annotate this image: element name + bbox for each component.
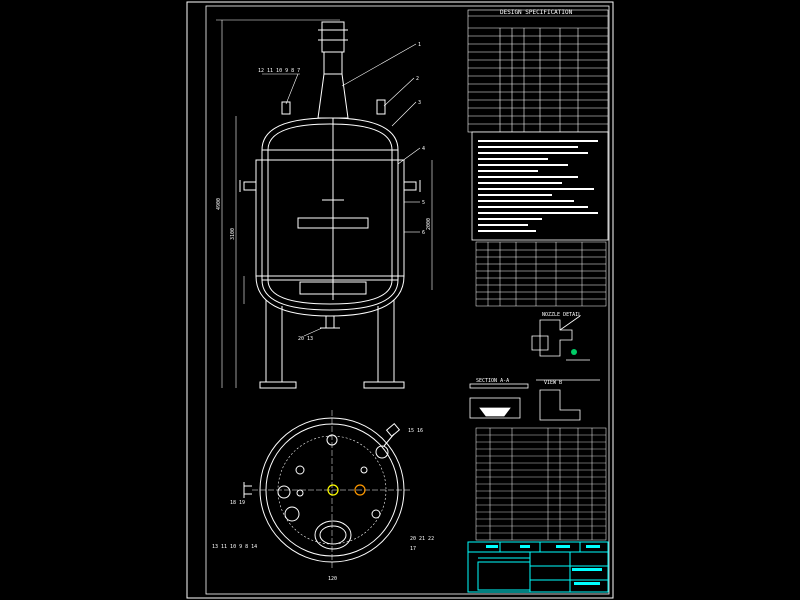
nozzle-marker-orange [354,484,366,496]
bottom-head [261,279,399,311]
plan-balloons-bottom: 20 21 22 [410,536,434,542]
dimension-width: 2000 [426,218,432,230]
technical-notes [471,131,609,241]
balloon-group-top-left: 12 11 10 9 8 7 [258,68,300,74]
detail-note-b: SECTION A-A [476,378,509,384]
plan-balloons-lower-left: 13 11 10 9 8 14 [212,544,257,550]
plan-balloons-left: 18 19 [230,500,245,506]
nozzle-table [475,241,607,307]
detail-note-c: VIEW B [544,380,562,386]
balloon-6: 6 [422,230,425,236]
jacket [255,159,405,277]
top-head [261,117,399,151]
title-block [467,541,609,593]
support-leg-right [377,300,395,383]
section-detail [469,379,600,421]
agitator-center-mark [327,484,339,496]
gear-reducer [323,51,343,75]
dimension-shell: 3100 [230,228,236,240]
design-spec-rows [468,43,608,125]
manhole [314,520,352,550]
balloon-2: 2 [416,76,419,82]
balloon-3: 3 [418,100,421,106]
detail-note-a: NOZZLE DETAIL [542,312,581,318]
plan-balloons-right: 15 16 [408,428,423,434]
vessel-shell [261,149,399,281]
elevation-view [216,19,433,389]
balloon-1: 1 [418,42,421,48]
drive-support [317,73,349,119]
plan-view [243,410,412,570]
design-spec-table [467,9,609,133]
impeller-upper [297,217,369,229]
nozzle-detail [531,315,590,361]
balloon-4: 4 [422,146,425,152]
balloon-bottom: 20 13 [298,336,313,342]
parts-list-rows [476,434,606,534]
balloon-5: 5 [422,200,425,206]
plan-balloon-17: 17 [410,546,416,552]
spec-table-title: DESIGN SPECIFICATION [500,9,573,16]
impeller-lower [299,281,367,295]
title-block-text [486,545,602,585]
sheet-inner-border [205,5,610,595]
detail-accent-green [571,349,577,355]
sheet-outer-border [186,1,614,599]
dimension-height: 4900 [216,198,222,210]
support-leg-left [265,300,283,383]
plan-dimension: 120 [328,576,337,582]
motor [321,21,345,53]
